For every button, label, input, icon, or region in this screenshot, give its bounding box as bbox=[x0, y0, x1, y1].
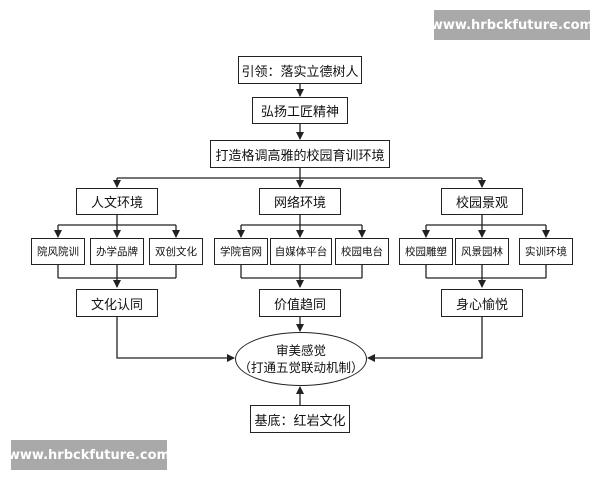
sub-box-l2: 风景园林 bbox=[455, 238, 509, 265]
culture-box: 文化认同 bbox=[76, 289, 158, 317]
landscape-box: 校园景观 bbox=[441, 188, 523, 215]
sub-box-n2: 自媒体平台 bbox=[270, 238, 332, 265]
mind-box: 身心愉悦 bbox=[441, 289, 523, 317]
sub-box-l1: 校园雕塑 bbox=[399, 238, 453, 265]
watermark-bottom: www.hrbckfuture.com bbox=[8, 440, 170, 470]
aesthetic-title: 审美感觉 bbox=[275, 343, 326, 358]
campus-environment-box: 打造格调高雅的校园育训环境 bbox=[210, 140, 390, 168]
sub-box-h1: 院风院训 bbox=[31, 238, 85, 265]
sub-box-n1: 学院官网 bbox=[214, 238, 268, 265]
sub-box-l3: 实训环境 bbox=[519, 238, 573, 265]
watermark-top: www.hrbckfuture.com bbox=[431, 10, 593, 40]
humanities-box: 人文环境 bbox=[76, 188, 158, 215]
lead-box: 引领：落实立德树人 bbox=[238, 56, 362, 84]
sub-box-h3: 双创文化 bbox=[149, 238, 203, 265]
sub-box-h2: 办学品牌 bbox=[90, 238, 144, 265]
network-box: 网络环境 bbox=[259, 188, 341, 215]
aesthetic-ellipse: 审美感觉 （打通五觉联动机制） bbox=[235, 332, 367, 386]
sub-box-n3: 校园电台 bbox=[335, 238, 389, 265]
value-box: 价值趋同 bbox=[259, 289, 341, 317]
spirit-box: 弘扬工匠精神 bbox=[252, 97, 348, 124]
base-box: 基底：红岩文化 bbox=[250, 405, 350, 433]
aesthetic-subtitle: （打通五觉联动机制） bbox=[238, 360, 364, 375]
